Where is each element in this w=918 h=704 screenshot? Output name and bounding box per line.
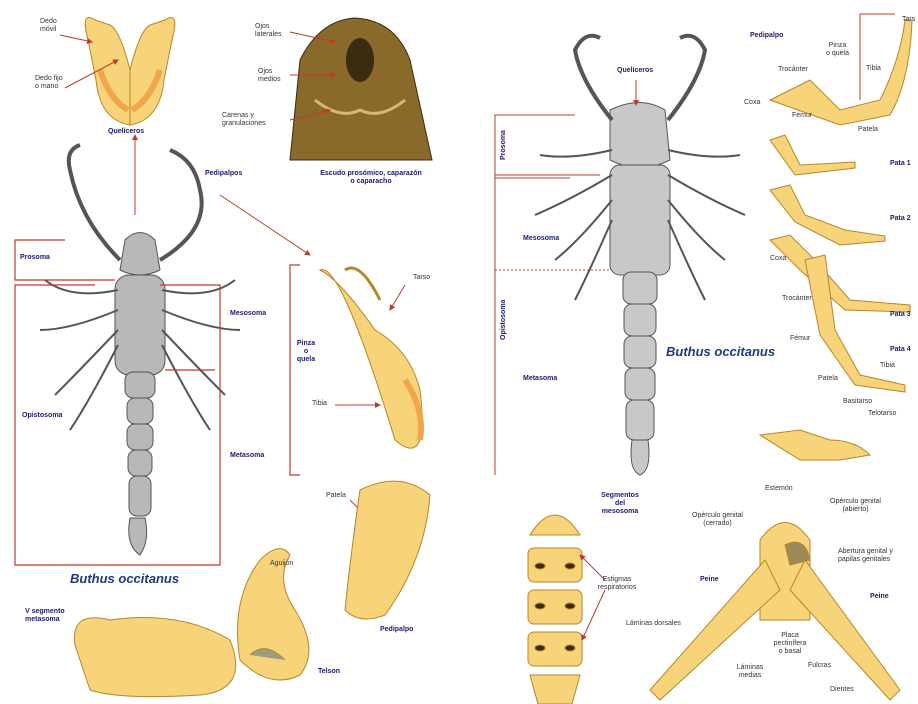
right-scorpion-drawing — [535, 36, 745, 475]
label-segmentos-title: Segmentos del mesosoma — [595, 492, 645, 516]
label-tibia-leg: Tibia — [880, 362, 895, 370]
label-fulcras: Fulcras — [808, 662, 831, 670]
label-pata4: Pata 4 — [890, 346, 911, 354]
label-dientes: Dientes — [830, 686, 854, 694]
label-mesosoma-left: Mesosoma — [230, 310, 266, 318]
label-abertura: Abertura genital y papilas genitales — [838, 548, 893, 564]
label-pata1: Pata 1 — [890, 160, 911, 168]
label-tibia-left: Tibia — [312, 400, 327, 408]
label-dedo-movil: Dedo móvil — [40, 18, 57, 34]
label-estigmas: Estigmas respiratorios — [592, 576, 642, 592]
label-estemon: Estemón — [765, 485, 793, 493]
carapace-drawing — [290, 18, 432, 160]
label-telotarso: Telotarso — [868, 410, 896, 418]
left-scorpion-drawing — [40, 145, 240, 555]
label-femur: Fémur — [790, 335, 810, 343]
label-queliceros-right: Quelíceros — [617, 67, 653, 75]
label-pedipalpos: Pedipalpos — [205, 170, 242, 178]
pedipalp-drawing — [320, 268, 430, 619]
label-opistosoma-left: Opistosoma — [22, 412, 62, 420]
label-metasoma-left: Metasoma — [230, 452, 264, 460]
label-prosoma-left: Prosoma — [20, 254, 50, 262]
label-patela-left: Patela — [326, 492, 346, 500]
label-tibia-top: Tibia — [866, 65, 881, 73]
label-peine-right: Peine — [870, 593, 889, 601]
label-carenas: Carenas y granulaciones — [222, 112, 266, 128]
label-pedipalpo-caption: Pedipalpo — [380, 626, 413, 634]
label-pinza-left: Pinza o quela — [295, 340, 317, 364]
label-dedo-fijo: Dedo fijo o mano — [35, 75, 63, 91]
label-patela-top: Patela — [858, 126, 878, 134]
chelicerae-drawing — [85, 18, 175, 126]
legs-drawing — [760, 20, 912, 460]
label-peine-left: Peine — [700, 576, 719, 584]
label-telson: Telson — [318, 668, 340, 676]
label-opercula-abierto: Opérculo genital (abierto) — [818, 498, 893, 514]
label-trocanter-top: Trocánter — [778, 66, 808, 74]
label-mesosoma-right: Mesosoma — [523, 235, 559, 243]
species-title-left: Buthus occitanus — [70, 572, 179, 586]
label-pata3: Pata 3 — [890, 311, 911, 319]
label-ojos-medios: Ojos medios — [258, 68, 281, 84]
label-pedipalpo-right: Pedipalpo — [750, 32, 783, 40]
label-pinza-right: Pinza o quela — [820, 42, 855, 58]
label-ojos-laterales: Ojos laterales — [255, 23, 281, 39]
label-laminas-dorsales: Láminas dorsales — [626, 620, 681, 628]
label-aguijon: Aguijón — [270, 560, 293, 568]
mesosoma-segments-drawing — [528, 515, 582, 704]
label-metasoma-right: Metasoma — [523, 375, 557, 383]
species-title-right: Buthus occitanus — [666, 345, 775, 359]
label-pata2: Pata 2 — [890, 215, 911, 223]
label-femur-top: Fémur — [792, 112, 812, 120]
label-trocanter: Trocánter — [782, 295, 812, 303]
label-escudo-caption: Escudo prosómico, caparazón o caparacho — [296, 170, 446, 186]
label-opistosoma-right: Opistosoma — [500, 300, 508, 340]
label-v-segmento: V segmento metasoma — [25, 608, 65, 624]
label-coxa: Coxa — [770, 255, 786, 263]
label-basitarso: Basitarso — [843, 398, 872, 406]
label-tarso: Tarso — [413, 274, 430, 282]
label-queliceros-left: Quelíceros — [108, 128, 144, 136]
label-patela-leg: Patela — [818, 375, 838, 383]
label-tars: Tars — [902, 16, 915, 24]
label-opercula-cerrado: Opérculo genital (cerrado) — [680, 512, 755, 528]
label-laminas-medias: Láminas medias — [730, 664, 770, 680]
label-placa: Placa pectinífera o basal — [765, 632, 815, 656]
label-prosoma-right: Prosoma — [500, 130, 508, 160]
label-coxa-top: Coxa — [744, 99, 760, 107]
